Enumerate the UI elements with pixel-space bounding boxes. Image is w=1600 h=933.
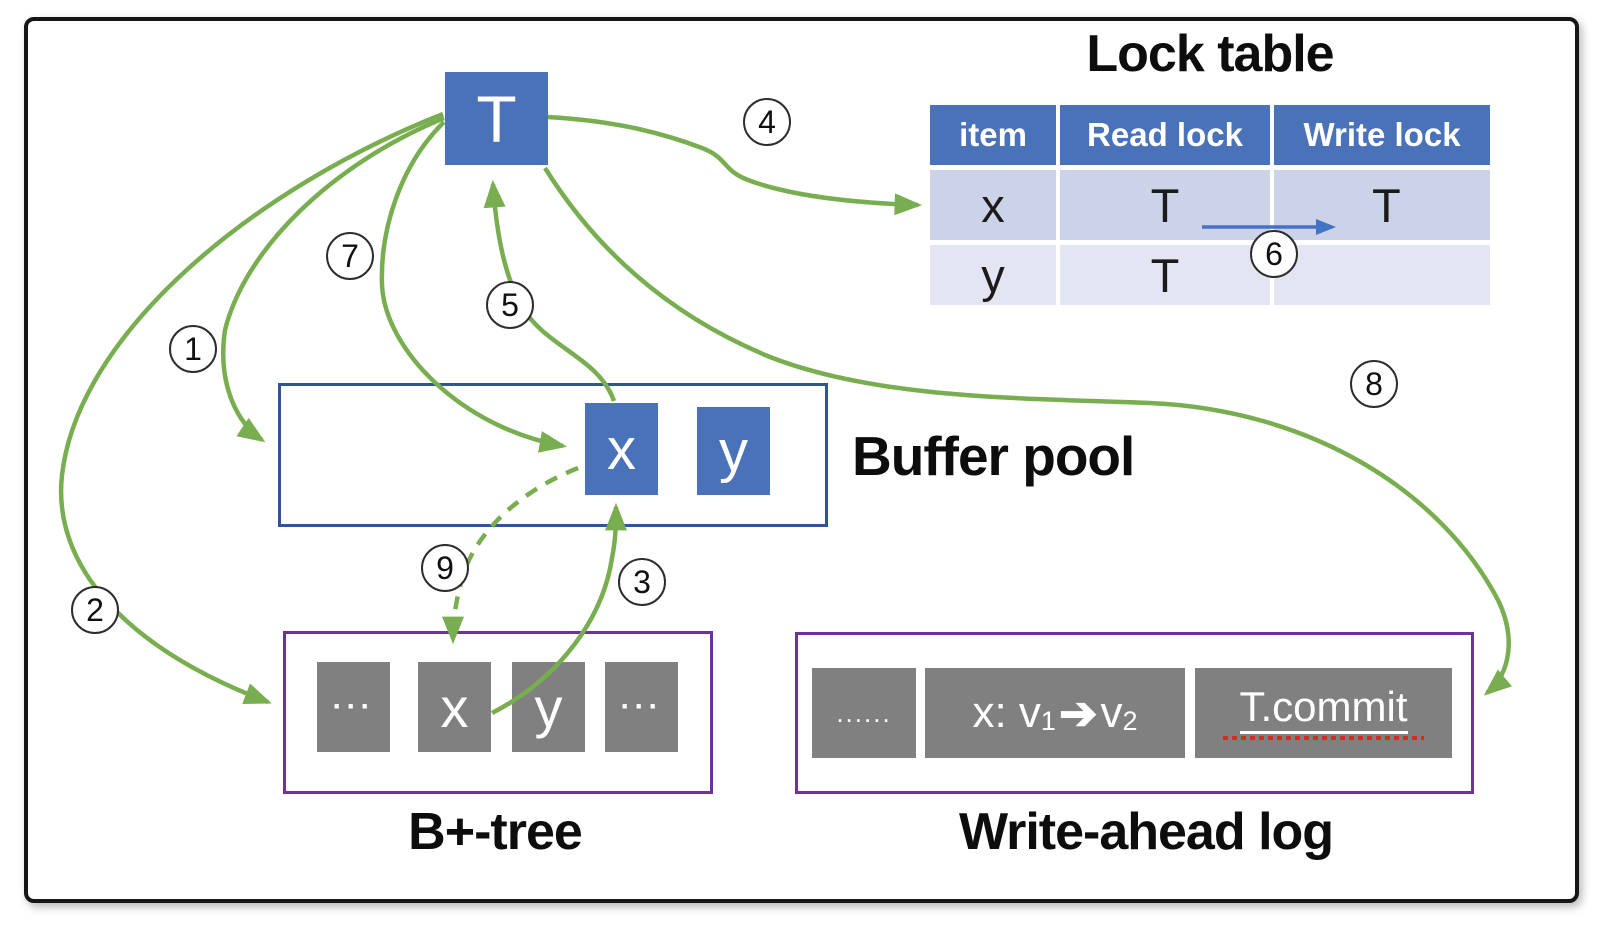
step-circle-5: 5 [486,281,534,329]
transaction-label: T [476,81,517,156]
btree-node-x: x [418,662,491,752]
lock-row-x-write-lock: T [1274,170,1490,240]
btree-node-y: y [512,662,585,752]
wal-commit-text: T.commit [1239,686,1408,734]
lock-row-x-item: x [930,170,1056,240]
lock-table-header-read-lock: Read lock [1060,105,1270,165]
step-circle-7: 7 [326,232,374,280]
step-circle-8: 8 [1350,360,1398,408]
wal-label: Write-ahead log [958,803,1334,861]
buffer-page-x: x [585,403,658,495]
btree-label: B+-tree [408,803,583,861]
lock-row-x-read-lock: T [1060,170,1270,240]
spellcheck-squiggle [1223,736,1424,740]
lock-row-y-item: y [930,245,1056,305]
wal-update-arrow-icon: ➔ [1058,687,1098,739]
buffer-page-y: y [697,407,770,495]
wal-entry-older: ...... [812,668,916,758]
wal-update-target: x: v [972,688,1041,737]
step-circle-2: 2 [71,586,119,634]
step-circle-1: 1 [169,325,217,373]
step-circle-9: 9 [421,544,469,592]
step-circle-4: 4 [743,98,791,146]
lock-table: item Read lock Write lock x T T y T [930,105,1490,305]
lock-table-title: Lock table [1086,25,1334,83]
step-circle-3: 3 [618,558,666,606]
wal-update-to: v [1100,688,1123,737]
btree-node-right-dots: ··· [605,662,678,752]
lock-table-header-item: item [930,105,1056,165]
btree-node-left-dots: ··· [317,662,390,752]
lock-row-y-write-lock [1274,245,1490,305]
wal-entry-commit: T.commit [1195,668,1452,758]
step-circle-6: 6 [1250,230,1298,278]
transaction-box: T [445,72,548,165]
buffer-pool-label: Buffer pool [852,425,1135,487]
lock-row-y-read-lock: T [1060,245,1270,305]
lock-table-header-write-lock: Write lock [1274,105,1490,165]
